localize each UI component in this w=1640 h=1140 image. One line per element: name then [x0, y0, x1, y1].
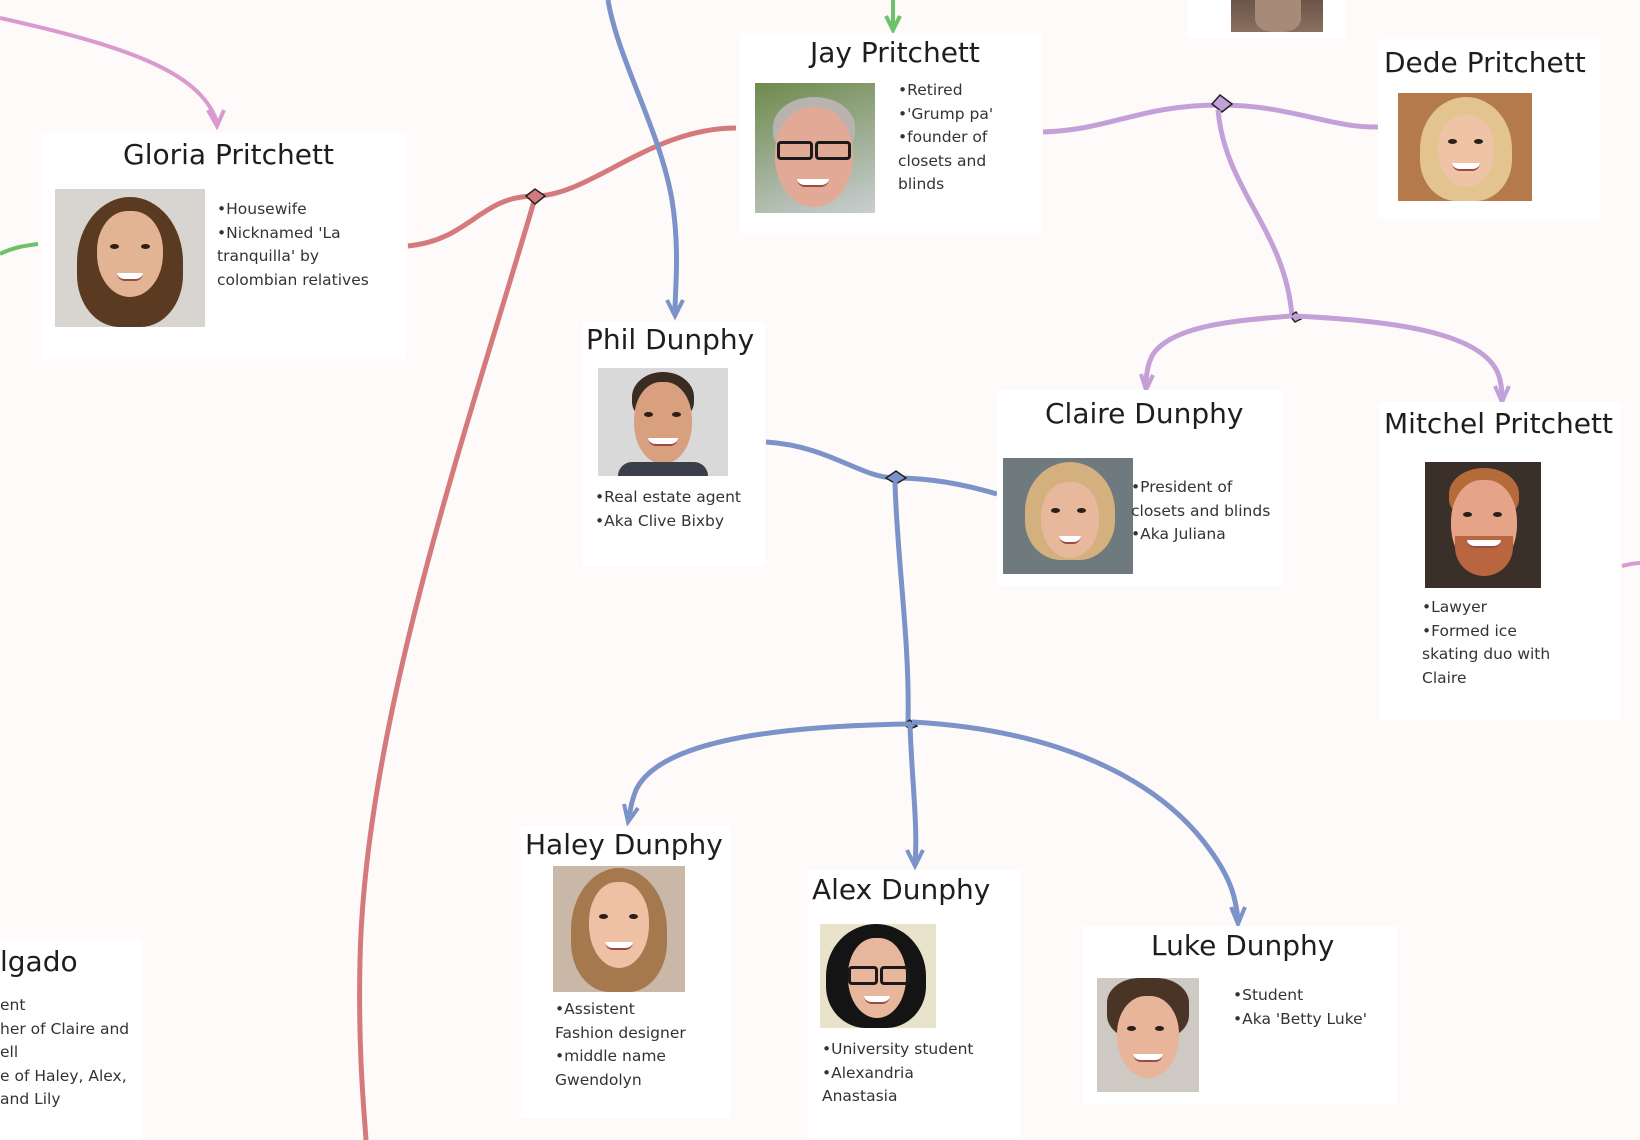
photo-alex	[820, 924, 936, 1028]
connector-to-phil	[605, 0, 680, 313]
connector-phil-claire	[765, 439, 998, 497]
person-notes: •Student •Aka 'Betty Luke'	[1233, 984, 1367, 1031]
note-line: colombian relatives	[217, 270, 369, 289]
note-line: ent	[0, 996, 26, 1014]
note-line: •Student	[1233, 986, 1304, 1004]
person-notes: •Assistent Fashion designer •middle name…	[555, 998, 686, 1092]
connector-to-gloria	[0, 16, 219, 123]
note-line: •Formed ice	[1422, 621, 1517, 640]
note-line: and Lily	[0, 1090, 61, 1108]
note-line: •Alexandria	[822, 1063, 914, 1082]
note-line: closets and	[898, 151, 987, 170]
note-line: ell	[0, 1043, 19, 1061]
note-line: blinds	[898, 175, 945, 193]
arrowhead-luke	[1229, 906, 1247, 930]
connector-to-mitchel	[1293, 313, 1505, 399]
person-notes: •Lawyer •Formed ice skating duo with Cla…	[1422, 596, 1550, 690]
person-name: Dede Pritchett	[1384, 46, 1586, 79]
connector-jay-dede	[1042, 102, 1379, 135]
person-card-alex[interactable]: Alex Dunphy •University student •Alexand…	[808, 870, 1020, 1138]
person-card-luke[interactable]: Luke Dunphy •Student •Aka 'Betty Luke'	[1083, 926, 1397, 1104]
person-card-phil[interactable]: Phil Dunphy •Real estate agent •Aka Cliv…	[583, 322, 765, 566]
junction-gloria-jay	[524, 188, 547, 205]
person-name: Haley Dunphy	[525, 828, 723, 861]
photo-luke	[1097, 978, 1199, 1092]
photo-jay	[755, 83, 875, 213]
person-card-top-partial[interactable]	[1188, 0, 1346, 38]
note-line: Claire	[1422, 668, 1467, 687]
note-line: skating duo with	[1422, 645, 1551, 663]
connector-dunphy-children	[892, 481, 911, 725]
person-name: Luke Dunphy	[1151, 929, 1335, 962]
note-line: her of Claire and	[0, 1019, 130, 1038]
person-name: Jay Pritchett	[810, 36, 980, 69]
photo-claire	[1003, 458, 1133, 574]
person-notes: ent her of Claire and ell e of Haley, Al…	[0, 994, 129, 1112]
person-card-gloria[interactable]: Gloria Pritchett •Housewife •Nicknamed '…	[41, 133, 406, 359]
note-line: •Aka 'Betty Luke'	[1233, 1009, 1367, 1028]
note-line: •founder of	[898, 128, 988, 146]
person-notes: •University student •Alexandria Anastasi…	[822, 1038, 974, 1109]
connector-right-stub	[1621, 561, 1640, 568]
person-name: Phil Dunphy	[586, 323, 755, 356]
person-card-jay[interactable]: Jay Pritchett •Retired •'Grump pa' •foun…	[740, 33, 1042, 233]
connector-to-luke	[911, 719, 1241, 921]
person-card-dede[interactable]: Dede Pritchett	[1378, 39, 1600, 219]
photo-mitchel	[1425, 462, 1541, 588]
note-line: e of Haley, Alex,	[0, 1066, 127, 1085]
connector-red-down	[357, 197, 538, 1140]
junction-jay-dede	[1210, 93, 1234, 113]
connector-to-alex	[907, 725, 919, 863]
person-card-haley[interactable]: Haley Dunphy •Assistent Fashion designer…	[521, 826, 731, 1118]
note-line: •Real estate agent	[595, 488, 741, 506]
photo-gloria	[55, 189, 205, 327]
note-line: •'Grump pa'	[898, 104, 994, 123]
note-line: Gwendolyn	[555, 1070, 642, 1089]
note-line: •Assistent	[555, 1000, 635, 1018]
note-line: Fashion designer	[555, 1023, 686, 1042]
person-notes: •President of closets and blinds •Aka Ju…	[1131, 476, 1270, 547]
connector-pritchett-children	[1215, 109, 1295, 317]
note-line: •middle name	[555, 1047, 666, 1065]
person-name: lgado	[0, 945, 78, 978]
note-line: •Nicknamed 'La	[217, 223, 341, 242]
photo-phil	[598, 368, 728, 476]
note-line: •Lawyer	[1422, 598, 1488, 616]
photo-top-partial	[1231, 0, 1323, 32]
note-line: •Retired	[898, 81, 963, 99]
note-line: •University student	[822, 1040, 974, 1058]
note-line: •Aka Juliana	[1131, 525, 1226, 543]
arrowhead-phil	[665, 299, 685, 321]
person-notes: •Housewife •Nicknamed 'La tranquilla' by…	[217, 198, 369, 292]
connector-gloria-jay	[407, 125, 737, 249]
connector-to-haley	[626, 721, 909, 819]
photo-dede	[1398, 93, 1532, 201]
person-name: Gloria Pritchett	[123, 138, 334, 171]
arrowhead-gloria	[206, 109, 226, 131]
person-notes: •Real estate agent •Aka Clive Bixby	[595, 486, 741, 533]
note-line: •Housewife	[217, 200, 307, 218]
note-line: tranquilla' by	[217, 247, 320, 265]
connector-to-claire	[1143, 313, 1293, 387]
arrowhead-jay	[884, 15, 902, 35]
note-line: •Aka Clive Bixby	[595, 511, 725, 530]
person-name: Claire Dunphy	[1045, 397, 1244, 430]
arrowhead-haley	[622, 803, 640, 827]
junction-phil-claire	[884, 470, 908, 485]
arrowhead-alex	[905, 849, 925, 871]
connector-green-left	[0, 242, 39, 256]
person-name: Mitchel Pritchett	[1384, 407, 1613, 440]
note-line: Anastasia	[822, 1087, 898, 1105]
note-line: •President of	[1131, 478, 1233, 496]
person-name: Alex Dunphy	[812, 873, 991, 906]
person-notes: •Retired •'Grump pa' •founder of closets…	[898, 79, 993, 197]
person-card-delgado[interactable]: lgado ent her of Claire and ell e of Hal…	[0, 940, 142, 1140]
note-line: closets and blinds	[1131, 501, 1271, 520]
photo-haley	[553, 866, 685, 992]
person-card-mitchel[interactable]: Mitchel Pritchett •Lawyer •Formed ice sk…	[1380, 402, 1620, 720]
person-card-claire[interactable]: Claire Dunphy •President of closets and …	[997, 390, 1283, 586]
